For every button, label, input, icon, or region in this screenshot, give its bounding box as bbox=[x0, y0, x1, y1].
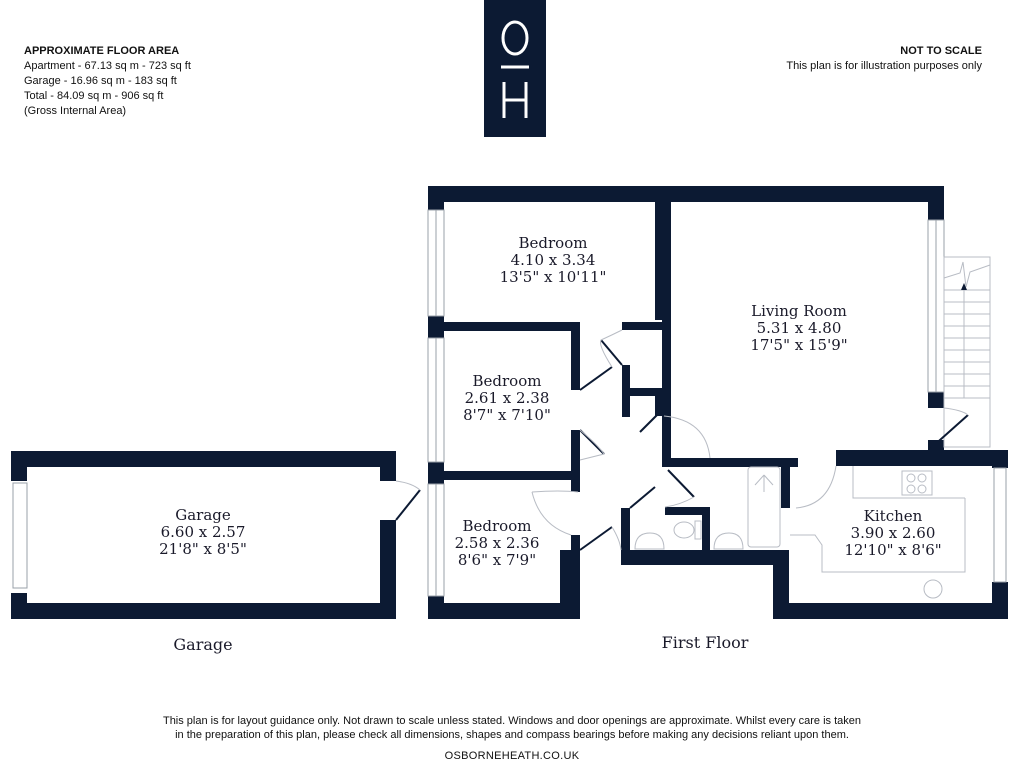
room-label-bedroom-2: Bedroom 2.61 x 2.38 8'7" x 7'10" bbox=[463, 373, 551, 424]
floor-label-first-floor: First Floor bbox=[661, 633, 749, 652]
room-name: Bedroom bbox=[518, 234, 588, 252]
room-imperial: 21'8" x 8'5" bbox=[159, 540, 247, 558]
room-metric: 6.60 x 2.57 bbox=[160, 523, 246, 541]
room-metric: 2.58 x 2.36 bbox=[454, 534, 540, 552]
room-label-bedroom-3: Bedroom 2.58 x 2.36 8'6" x 7'9" bbox=[455, 518, 540, 569]
room-metric: 4.10 x 3.34 bbox=[510, 251, 596, 269]
room-name: Bedroom bbox=[462, 517, 532, 535]
floor-label-garage: Garage bbox=[173, 635, 233, 654]
room-name: Kitchen bbox=[863, 507, 923, 525]
room-name: Garage bbox=[175, 506, 231, 524]
disclaimer-line-1: This plan is for layout guidance only. N… bbox=[162, 715, 862, 727]
floor-area-apartment: Apartment - 67.13 sq m - 723 sq ft bbox=[24, 60, 191, 72]
room-imperial: 12'10" x 8'6" bbox=[844, 541, 942, 559]
floor-area-note: (Gross Internal Area) bbox=[24, 105, 127, 117]
floor-area-garage: Garage - 16.96 sq m - 183 sq ft bbox=[24, 75, 177, 87]
floor-area-total: Total - 84.09 sq m - 906 sq ft bbox=[24, 90, 164, 102]
room-metric: 3.90 x 2.60 bbox=[850, 524, 936, 542]
room-label-bedroom-1: Bedroom 4.10 x 3.34 13'5" x 10'11" bbox=[500, 235, 607, 286]
disclaimer-line-2: in the preparation of this plan, please … bbox=[175, 729, 849, 741]
floor-area-summary: APPROXIMATE FLOOR AREA Apartment - 67.13… bbox=[24, 44, 191, 119]
scale-note: This plan is for illustration purposes o… bbox=[786, 60, 982, 72]
room-imperial: 8'6" x 7'9" bbox=[457, 551, 537, 569]
room-label-living-room: Living Room 5.31 x 4.80 17'5" x 15'9" bbox=[750, 303, 847, 354]
room-label-garage: Garage 6.60 x 2.57 21'8" x 8'5" bbox=[159, 507, 247, 558]
floor-area-title: APPROXIMATE FLOOR AREA bbox=[24, 45, 180, 57]
room-imperial: 17'5" x 15'9" bbox=[750, 336, 848, 354]
website-link[interactable]: OSBORNEHEATH.CO.UK bbox=[444, 750, 580, 762]
disclaimer: This plan is for layout guidance only. N… bbox=[0, 714, 1024, 742]
room-name: Bedroom bbox=[472, 372, 542, 390]
room-metric: 5.31 x 4.80 bbox=[756, 319, 842, 337]
scale-title: NOT TO SCALE bbox=[900, 45, 982, 57]
room-imperial: 13'5" x 10'11" bbox=[499, 268, 607, 286]
room-name: Living Room bbox=[751, 302, 847, 320]
room-metric: 2.61 x 2.38 bbox=[464, 389, 550, 407]
room-imperial: 8'7" x 7'10" bbox=[463, 406, 551, 424]
scale-notice: NOT TO SCALE This plan is for illustrati… bbox=[786, 44, 982, 74]
osborne-heath-logo bbox=[484, 0, 546, 137]
room-label-kitchen: Kitchen 3.90 x 2.60 12'10" x 8'6" bbox=[844, 508, 941, 559]
